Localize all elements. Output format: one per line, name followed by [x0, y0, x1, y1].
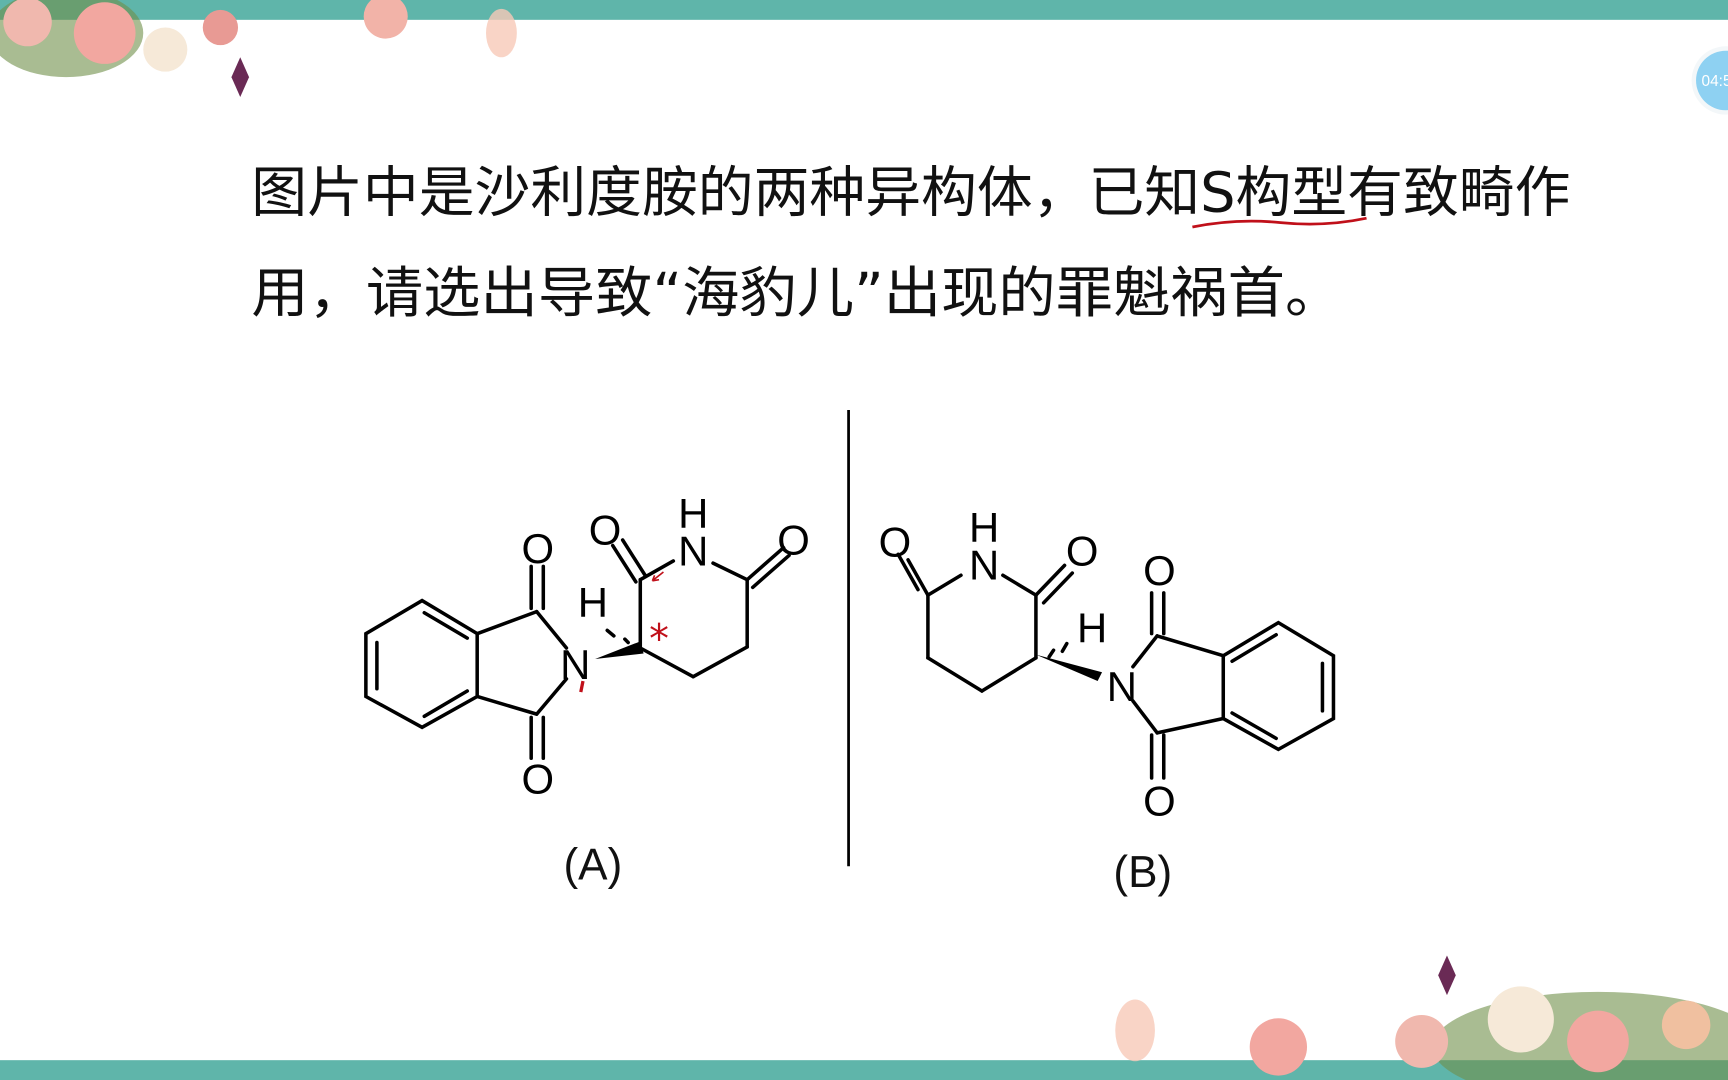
atom-o: O	[1143, 547, 1176, 594]
atom-o: O	[1066, 527, 1099, 574]
timer-text: 04:5	[1702, 73, 1728, 90]
atom-o: O	[589, 506, 622, 553]
timer-badge[interactable]: 04:5	[1691, 46, 1728, 115]
atom-o: O	[1143, 778, 1176, 825]
atom-o: O	[777, 516, 810, 563]
red-arrow-annotation	[651, 571, 664, 582]
atom-n: N	[560, 641, 590, 688]
structure-b: O N H O H N O O (B)	[879, 504, 1336, 897]
atom-n: N	[1107, 663, 1137, 710]
flower-decoration-bottom-right	[1115, 955, 1728, 1080]
atom-o: O	[522, 525, 555, 572]
structure-a-label: (A)	[564, 840, 623, 889]
atom-o: O	[522, 755, 555, 802]
structure-a: O O N H O N H O * (A)	[364, 490, 810, 889]
question-line-2: 用，请选出导致“海豹儿”出现的罪魁祸首。	[251, 261, 1342, 325]
atom-h: H	[578, 579, 608, 626]
structure-b-label: (B)	[1113, 848, 1172, 897]
atom-h: H	[1077, 604, 1107, 651]
atom-n: N	[969, 542, 999, 589]
red-underline-annotation	[1192, 216, 1367, 229]
red-annotation-stroke	[579, 680, 585, 693]
atom-n: N	[678, 527, 708, 574]
atom-h: H	[969, 504, 999, 551]
top-band	[0, 0, 1728, 20]
atom-h: H	[678, 490, 708, 537]
atom-o: O	[879, 519, 912, 566]
question-line-1: 图片中是沙利度胺的两种异构体，已知S构型有致畸作	[251, 161, 1570, 225]
chiral-center-mark: *	[649, 616, 669, 662]
